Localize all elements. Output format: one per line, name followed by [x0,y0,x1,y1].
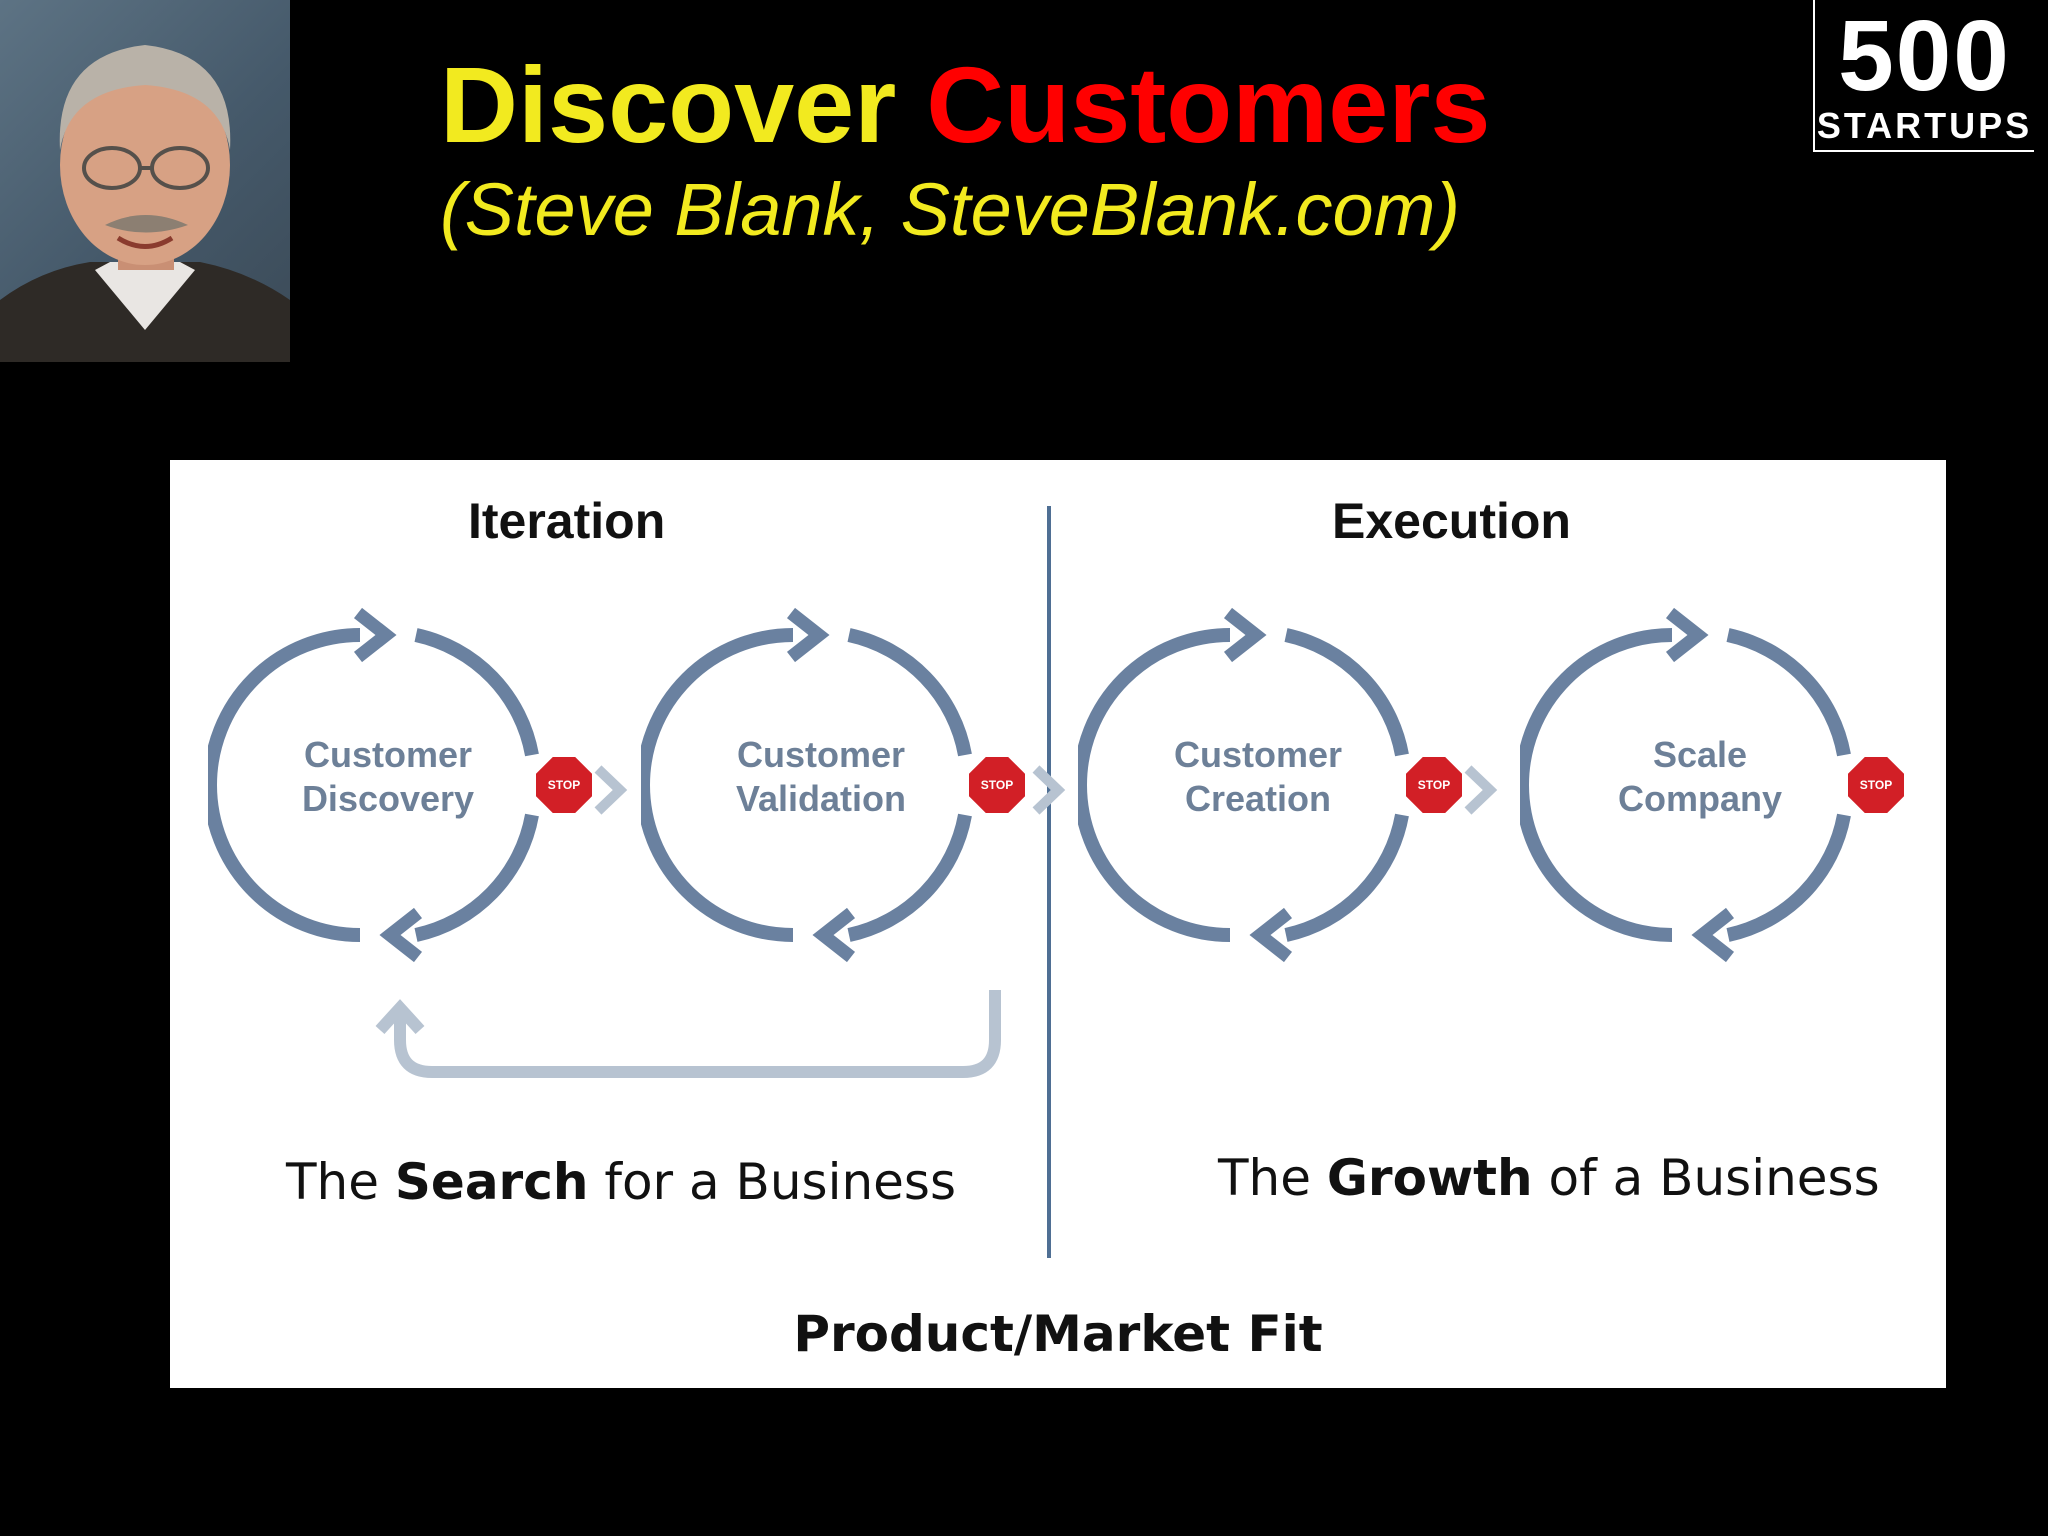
logo-number: 500 [1838,0,2011,112]
loop-back-arrow-icon [375,990,1001,1078]
execution-heading: Execution [1332,493,1571,549]
stage-label-line1: Customer [1173,734,1343,775]
stage-label: Customer Discovery [248,733,528,821]
caption-emphasis: Growth [1326,1149,1533,1207]
title-part-customers: Customers [926,44,1491,165]
chevron-right-icon [594,765,628,815]
customer-development-diagram: Iteration Execution Customer Discovery S… [170,460,1946,1388]
cycle-arrows-icon [641,607,972,963]
title-part-discover: Discover [440,44,897,165]
slide-subtitle: (Steve Blank, SteveBlank.com) [440,168,1460,251]
stage-label: Customer Validation [681,733,961,821]
growth-caption: The Growth of a Business [1218,1149,1880,1207]
product-market-fit-label: Product/Market Fit [793,1305,1323,1363]
stop-sign-icon: STOP [536,757,592,813]
stop-sign-icon: STOP [1848,757,1904,813]
caption-text: of a Business [1532,1149,1880,1207]
phase-divider [1047,506,1051,1258]
search-caption: The Search for a Business [286,1153,956,1211]
cycle-arrows-icon [1520,607,1851,963]
stage-label-line2: Company [1617,778,1783,819]
stage-scale-company: Scale Company STOP [1520,605,1904,965]
stage-label-line2: Validation [735,778,907,819]
cycle-arrows-icon [1078,607,1409,963]
stage-customer-creation: Customer Creation STOP [1078,605,1462,965]
chevron-right-icon [1032,765,1066,815]
cycle-arrows-icon [208,607,539,963]
stage-label-line1: Customer [736,734,906,775]
caption-text: for a Business [588,1153,957,1211]
speaker-portrait [0,0,290,362]
caption-text: The [286,1153,395,1211]
iteration-heading: Iteration [468,493,666,549]
caption-text: The [1218,1149,1327,1207]
stage-label-line2: Creation [1184,778,1332,819]
stage-label: Customer Creation [1118,733,1398,821]
stage-label-line1: Scale [1652,734,1748,775]
stop-sign-icon: STOP [1406,757,1462,813]
stop-sign-icon: STOP [969,757,1025,813]
caption-emphasis: Search [394,1153,589,1211]
500-startups-logo: 500 STARTUPS [1813,0,2034,152]
logo-text: STARTUPS [1816,105,2033,146]
stage-label-line2: Discovery [301,778,475,819]
stage-customer-discovery: Customer Discovery STOP [208,605,592,965]
chevron-right-icon [1464,765,1498,815]
slide-title: Discover Customers [440,45,1490,165]
stage-label-line1: Customer [303,734,473,775]
stage-label: Scale Company [1560,733,1840,821]
stage-customer-validation: Customer Validation STOP [641,605,1025,965]
